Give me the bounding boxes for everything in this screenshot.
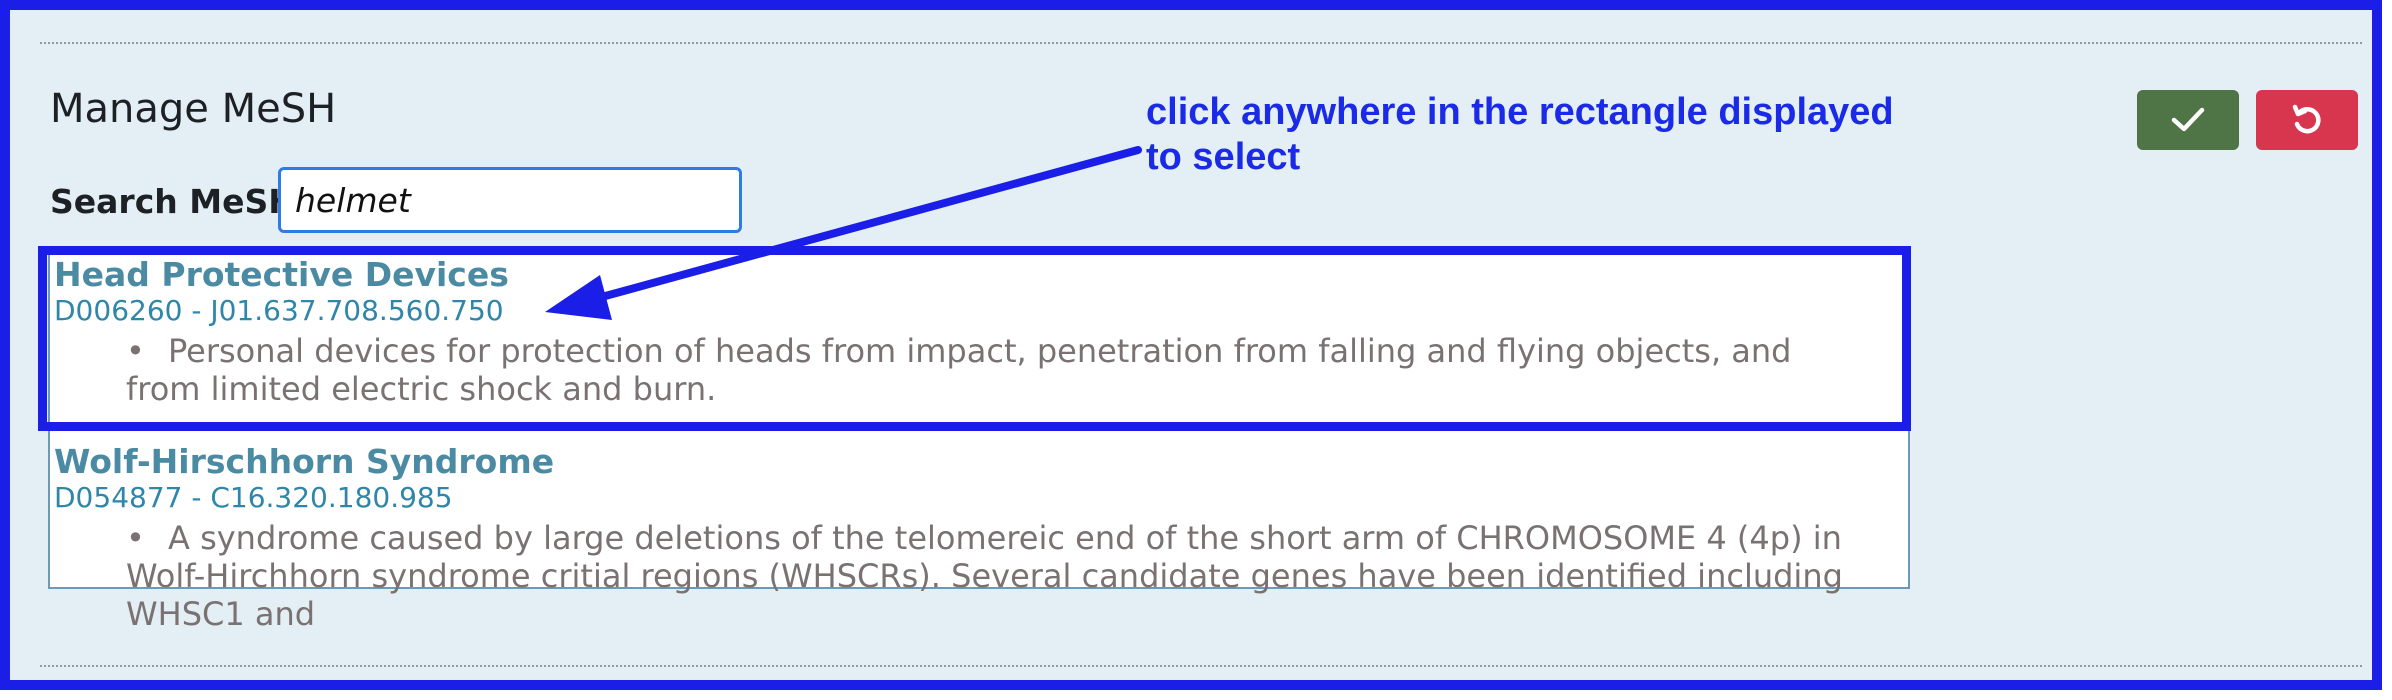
top-divider <box>40 42 2362 44</box>
result-code: D006260 - J01.637.708.560.750 <box>54 294 504 327</box>
result-description-text: A syndrome caused by large deletions of … <box>126 519 1843 633</box>
annotation-line-2: to select <box>1146 136 1301 178</box>
bullet-icon: • <box>126 332 145 370</box>
annotation-line-1: click anywhere in the rectangle displaye… <box>1146 91 1894 133</box>
bottom-divider <box>40 665 2362 667</box>
search-label: Search MeSH: <box>50 182 310 221</box>
result-description-text: Personal devices for protection of heads… <box>126 332 1792 408</box>
mesh-results-list[interactable]: Head Protective Devices D006260 - J01.63… <box>48 250 1910 633</box>
undo-icon <box>2292 104 2321 134</box>
result-description: • A syndrome caused by large deletions o… <box>54 519 1908 633</box>
result-description: • Personal devices for protection of hea… <box>54 332 1908 408</box>
reset-button[interactable] <box>2256 90 2358 150</box>
search-input[interactable] <box>278 167 742 233</box>
page-title: Manage MeSH <box>50 86 337 132</box>
result-code: D054877 - C16.320.180.985 <box>54 481 453 514</box>
checkmark-icon <box>2171 107 2205 132</box>
result-item-wolf-hirschhorn-syndrome[interactable]: Wolf-Hirschhorn Syndrome D054877 - C16.3… <box>50 442 1908 634</box>
confirm-button[interactable] <box>2137 90 2239 150</box>
result-title: Head Protective Devices <box>54 255 509 294</box>
bullet-icon: • <box>126 519 145 557</box>
result-item-head-protective-devices[interactable]: Head Protective Devices D006260 - J01.63… <box>50 255 1908 409</box>
instruction-annotation: click anywhere in the rectangle displaye… <box>1146 90 1894 180</box>
result-title: Wolf-Hirschhorn Syndrome <box>54 442 555 481</box>
